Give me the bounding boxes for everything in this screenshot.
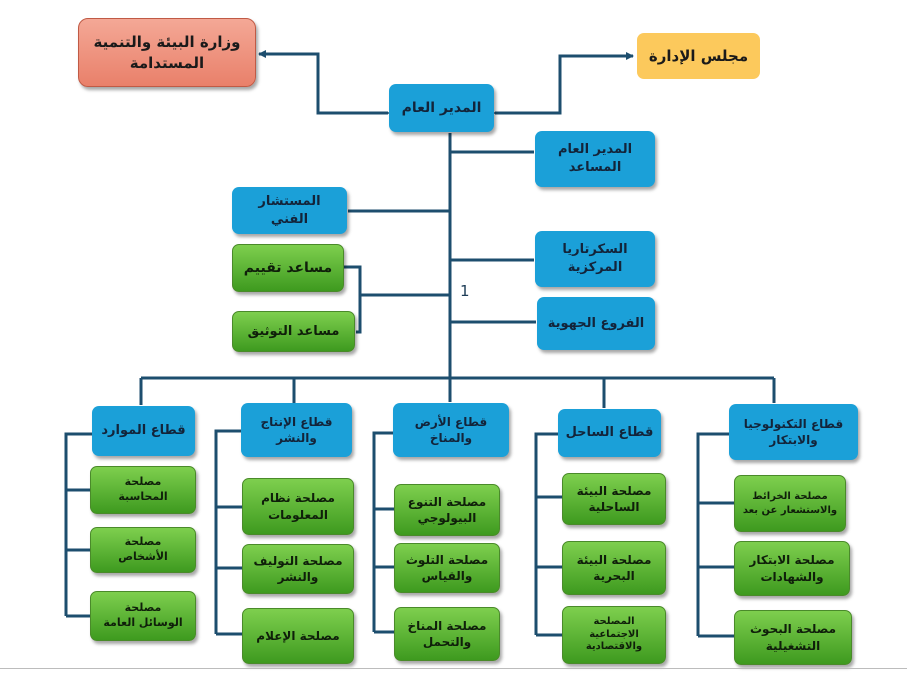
technical-advisor-box: المستشار الفني — [232, 187, 347, 234]
unit-box: مصلحة المحاسبة — [90, 466, 196, 514]
unit-box: مصلحة الابتكار والشهادات — [734, 541, 850, 596]
sector-title: قطاع الموارد — [101, 423, 186, 439]
unit-box: مصلحة البيئة البحرية — [562, 541, 666, 595]
unit-box: مصلحة البيئة الساحلية — [562, 473, 666, 525]
unit-box: مصلحة البحوث التشغيلية — [734, 610, 852, 665]
unit-label: مصلحة التوليف والنشر — [253, 553, 343, 584]
sector-title: قطاع الأرض والمناخ — [414, 414, 488, 445]
board-box: مجلس الإدارة — [637, 33, 760, 79]
dg-board-connector — [488, 52, 634, 117]
unit-box: مصلحة التلوث والقياس — [394, 543, 500, 593]
board-label: مجلس الإدارة — [648, 46, 749, 65]
bottom-divider — [0, 668, 907, 669]
unit-box: مصلحة الإعلام — [242, 608, 354, 664]
dg-ministry-connector — [258, 50, 395, 117]
regional-branches-label: الفروع الجهوية — [547, 315, 645, 331]
unit-box: مصلحة نظام المعلومات — [242, 478, 354, 535]
unit-label: مصلحة الخرائط والاستشعار عن بعد — [742, 491, 838, 516]
sector-resources: قطاع الموارد — [92, 406, 195, 456]
evaluation-assistant-box: مساعد تقييم — [232, 244, 344, 292]
evaluation-assistant-label: مساعد تقييم — [243, 259, 333, 276]
regional-branches-box: الفروع الجهوية — [537, 297, 655, 350]
unit-box: مصلحة التوليف والنشر — [242, 544, 354, 594]
unit-label: مصلحة المحاسبة — [118, 475, 168, 503]
unit-label: المصلحة الاجتماعية والاقتصادية — [585, 616, 643, 653]
unit-label: مصلحة المناخ والتحمل — [407, 618, 487, 649]
unit-label: مصلحة الابتكار والشهادات — [749, 553, 835, 584]
unit-label: مصلحة البيئة الساحلية — [576, 483, 652, 514]
unit-label: مصلحة البحوث التشغيلية — [750, 622, 837, 653]
sector-title: قطاع الساحل — [565, 425, 654, 441]
stray-mark: 1 — [460, 282, 470, 300]
ministry-label: وزارة البيئة والتنمية المستدامة — [93, 33, 241, 72]
sector-land-climate: قطاع الأرض والمناخ — [393, 403, 509, 457]
unit-box: المصلحة الاجتماعية والاقتصادية — [562, 606, 666, 664]
assistant-director-box: المدير العام المساعد — [535, 131, 655, 187]
unit-box: مصلحة المناخ والتحمل — [394, 607, 500, 661]
director-general-box: المدير العام — [389, 84, 494, 132]
sector-production: قطاع الإنتاج والنشر — [241, 403, 352, 457]
unit-label: مصلحة الأشخاص — [118, 535, 168, 563]
ministry-box: وزارة البيئة والتنمية المستدامة — [78, 18, 256, 87]
documentation-assistant-box: مساعد التوثيق — [232, 311, 355, 352]
central-secretariat-label: السكرتاريا المركزية — [562, 242, 628, 275]
unit-box: مصلحة التنوع البيولوجي — [394, 484, 500, 536]
unit-label: مصلحة التنوع البيولوجي — [407, 494, 487, 525]
unit-label: مصلحة التلوث والقياس — [405, 552, 489, 583]
documentation-assistant-label: مساعد التوثيق — [247, 323, 340, 339]
unit-label: مصلحة الوسائل العامة — [103, 601, 183, 629]
unit-box: مصلحة الوسائل العامة — [90, 591, 196, 641]
unit-box: مصلحة الأشخاص — [90, 527, 196, 573]
central-secretariat-box: السكرتاريا المركزية — [535, 231, 655, 287]
unit-label: مصلحة الإعلام — [256, 628, 340, 643]
sector-coast: قطاع الساحل — [558, 409, 661, 457]
technical-advisor-label: المستشار الفني — [258, 193, 321, 227]
assistant-director-label: المدير العام المساعد — [557, 142, 633, 175]
unit-box: مصلحة الخرائط والاستشعار عن بعد — [734, 475, 846, 532]
unit-label: مصلحة نظام المعلومات — [261, 491, 335, 522]
sector-title: قطاع التكنولوجيا والابتكار — [743, 416, 844, 447]
sector-title: قطاع الإنتاج والنشر — [260, 414, 333, 445]
director-general-label: المدير العام — [401, 99, 482, 116]
unit-label: مصلحة البيئة البحرية — [576, 552, 652, 583]
sector-technology: قطاع التكنولوجيا والابتكار — [729, 404, 858, 460]
